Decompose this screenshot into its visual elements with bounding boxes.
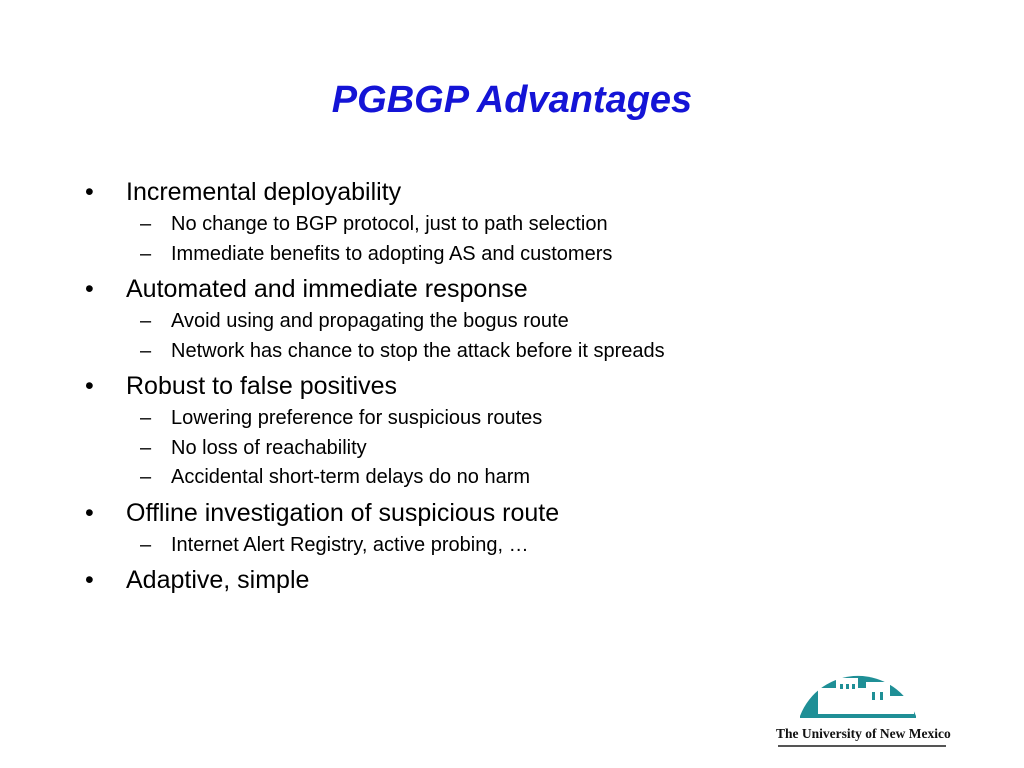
bullet-text: Adaptive, simple (126, 566, 310, 594)
sub-text: No loss of reachability (171, 436, 367, 459)
unm-logo: The University of New Mexico (776, 648, 951, 750)
logo-text: The University of New Mexico (776, 726, 951, 741)
sub-marker: – (140, 436, 152, 459)
bullet-marker: • (85, 275, 94, 303)
bullet-item: • Automated and immediate response (85, 272, 965, 306)
bullet-list: • Incremental deployability – No change … (85, 172, 965, 597)
sub-marker: – (140, 466, 152, 488)
bullet-marker: • (85, 372, 94, 400)
sub-text: Network has chance to stop the attack be… (171, 339, 665, 362)
sub-text: Avoid using and propagating the bogus ro… (171, 310, 569, 332)
sub-marker: – (140, 213, 152, 235)
sub-item: – No loss of reachability (85, 434, 965, 464)
bullet-item: • Adaptive, simple (85, 563, 965, 597)
bullet-text: Automated and immediate response (126, 275, 528, 303)
bullet-marker: • (85, 566, 94, 594)
bullet-item: • Offline investigation of suspicious ro… (85, 496, 965, 530)
bullet-item: • Robust to false positives (85, 369, 965, 403)
sub-text: Internet Alert Registry, active probing,… (171, 533, 529, 556)
sub-item: – Network has chance to stop the attack … (85, 337, 965, 367)
sub-text: Immediate benefits to adopting AS and cu… (171, 242, 613, 265)
slide-title: PGBGP Advantages (331, 79, 693, 121)
logo-building-shape (818, 678, 914, 714)
sub-list: – Internet Alert Registry, active probin… (85, 531, 965, 561)
sub-list: – No change to BGP protocol, just to pat… (85, 210, 965, 269)
sub-marker: – (140, 310, 152, 332)
sub-text: Lowering preference for suspicious route… (171, 407, 543, 429)
bullet-text: Incremental deployability (126, 178, 402, 206)
sub-item: – No change to BGP protocol, just to pat… (85, 210, 965, 240)
sub-marker: – (140, 533, 152, 556)
logo-underline (778, 745, 946, 747)
unm-logo-icon (800, 675, 916, 718)
sub-text: Accidental short-term delays do no harm (171, 466, 531, 488)
sub-marker: – (140, 407, 152, 429)
logo-windows (840, 684, 883, 700)
sub-marker: – (140, 242, 152, 265)
bullet-text: Offline investigation of suspicious rout… (126, 498, 560, 527)
bullet-marker: • (85, 498, 94, 527)
bullet-marker: • (85, 178, 94, 206)
sub-list: – Lowering preference for suspicious rou… (85, 404, 965, 493)
sub-marker: – (140, 339, 152, 362)
bullet-item: • Incremental deployability (85, 175, 965, 209)
sub-item: – Avoid using and propagating the bogus … (85, 307, 965, 337)
sub-item: – Internet Alert Registry, active probin… (85, 531, 965, 561)
bullet-text: Robust to false positives (126, 372, 397, 400)
sub-item: – Lowering preference for suspicious rou… (85, 404, 965, 434)
sub-list: – Avoid using and propagating the bogus … (85, 307, 965, 366)
sub-item: – Accidental short-term delays do no har… (85, 463, 965, 493)
sub-item: – Immediate benefits to adopting AS and … (85, 240, 965, 270)
sub-text: No change to BGP protocol, just to path … (171, 213, 608, 235)
